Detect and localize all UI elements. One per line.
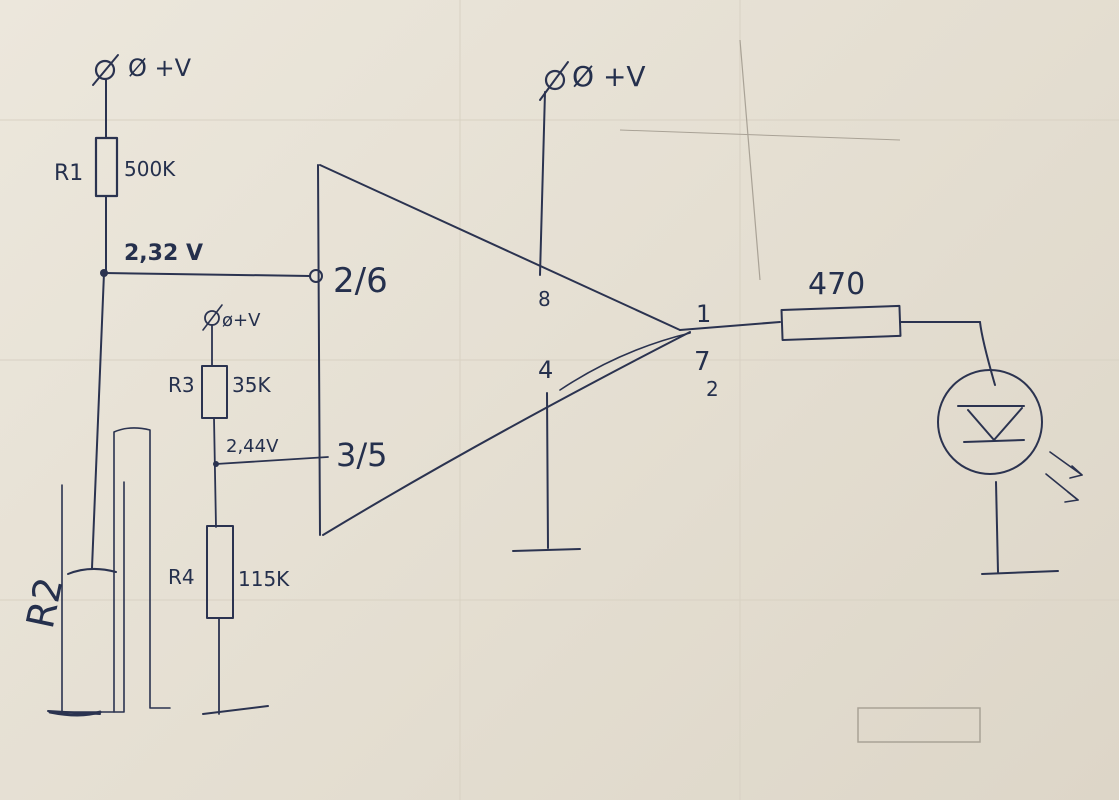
pin-out-sub-label: 2 [706, 377, 719, 401]
lower-node-wire [213, 456, 329, 467]
r3-resistor [201, 365, 228, 528]
show-through-sketch [619, 39, 981, 743]
pin-noninv-label: 3/5 [336, 436, 388, 474]
pin-out-label: 1 [696, 300, 711, 328]
ic-ground [512, 392, 581, 552]
right-supply-label: Ø +V [572, 60, 646, 93]
lower-node-voltage: 2,44V [226, 436, 279, 457]
r1-label: R1 [54, 161, 83, 186]
upper-node-voltage: 2,32 V [124, 241, 203, 266]
led-symbol [937, 321, 1083, 575]
r1-value: 500K [124, 157, 176, 181]
left-supply-label: Ø +V [128, 54, 192, 82]
r3-label: R3 [168, 373, 195, 397]
right-supply-terminal [539, 61, 569, 276]
r2-wire [91, 272, 105, 569]
led-resistor-value: 470 [808, 267, 865, 302]
r2-sensor-probe [47, 427, 171, 717]
left-supply-terminal [92, 54, 119, 111]
pin-gnd-label: 4 [538, 356, 553, 384]
r4-resistor [202, 525, 269, 715]
r4-label: R4 [168, 565, 195, 589]
divider-supply-label: ø+V [222, 310, 261, 331]
r4-value: 115K [238, 567, 290, 591]
divider-supply-terminal [202, 304, 223, 367]
upper-node-wire [100, 269, 323, 283]
led-resistor [679, 304, 981, 342]
r1-resistor [94, 109, 119, 273]
pin-vcc-label: 8 [538, 287, 551, 311]
r2-label: R2 [18, 573, 72, 632]
pin-out-alt-label: 7 [694, 347, 711, 377]
r3-value: 35K [232, 373, 271, 397]
pin-inv-label: 2/6 [333, 261, 388, 301]
comparator-triangle [317, 164, 691, 536]
